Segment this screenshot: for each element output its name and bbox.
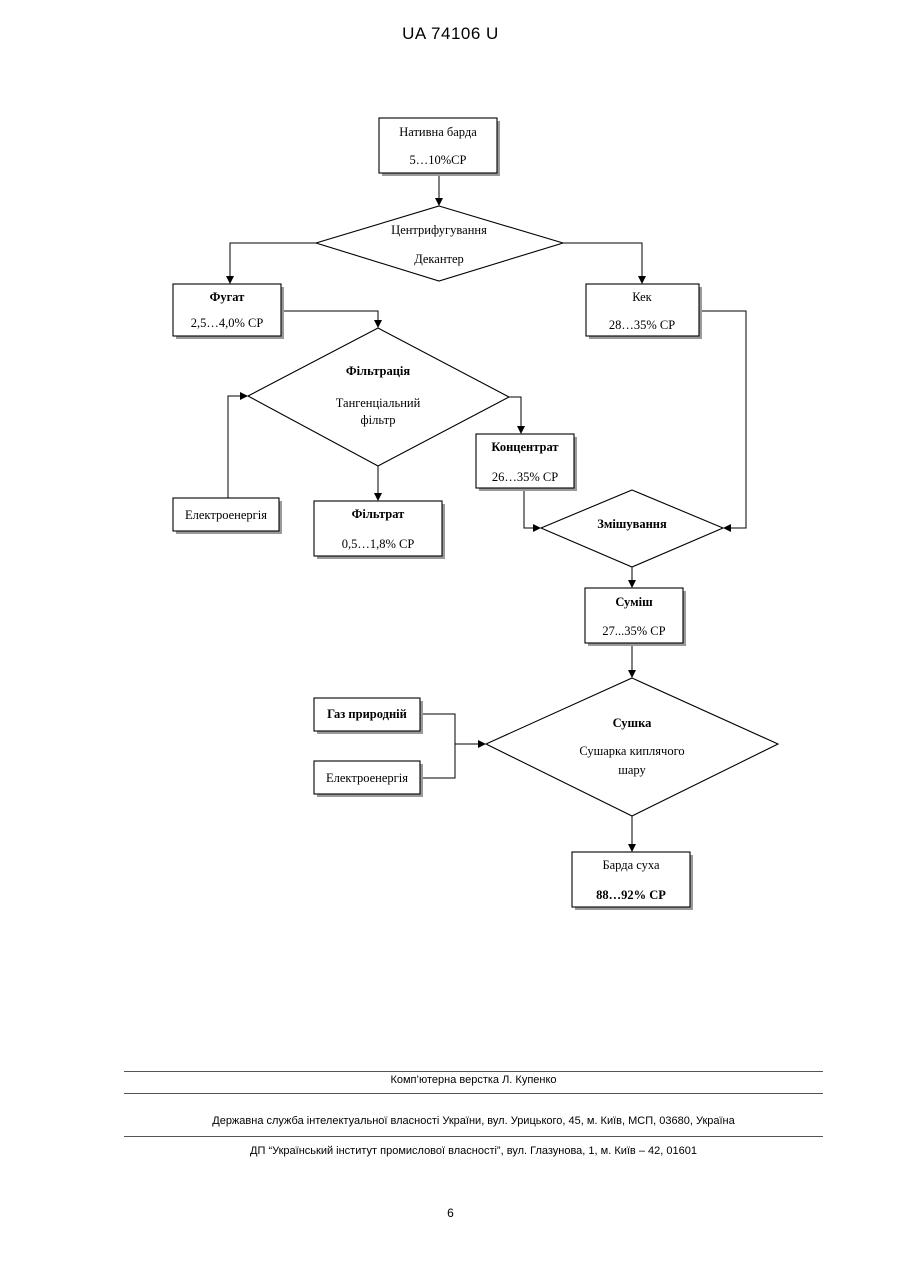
- footer-rule-bottom: [124, 1136, 823, 1137]
- connector-centrifuge-kek: [563, 243, 642, 278]
- natyvna-value: 5…10%СР: [410, 153, 467, 167]
- filtrate-value: 0,5…1,8% СР: [342, 537, 415, 551]
- natyvna-label: Нативна барда: [399, 125, 477, 139]
- concentrate-label: Концентрат: [491, 440, 558, 454]
- node-gas: Газ природній: [314, 698, 423, 734]
- mix-label: Суміш: [615, 595, 653, 609]
- drying-sub2: шару: [618, 763, 646, 777]
- fugat-value: 2,5…4,0% СР: [191, 316, 264, 330]
- connector-electro2-drying: [421, 744, 455, 778]
- connector-filtration-concentrate: [509, 397, 521, 428]
- connector-kek-mixing: [700, 311, 746, 528]
- filtration-label: Фільтрація: [346, 364, 411, 378]
- node-concentrate: Концентрат 26…35% СР: [476, 434, 577, 491]
- node-filtration-decision: Фільтрація Тангенціальний фільтр: [248, 328, 509, 466]
- node-fugat: Фугат 2,5…4,0% СР: [173, 284, 284, 339]
- filtration-sub2: фільтр: [361, 413, 396, 427]
- node-centrifuge-decision: Центрифугування Декантер: [316, 206, 563, 281]
- node-mix: Суміш 27...35% СР: [585, 588, 686, 646]
- drybard-value: 88…92% СР: [596, 888, 666, 902]
- node-kek: Кек 28…35% СР: [586, 284, 702, 339]
- node-mixing-decision: Змішування: [541, 490, 723, 567]
- node-electro-1: Електроенергія: [173, 498, 282, 534]
- drying-sub1: Сушарка киплячого: [579, 744, 684, 758]
- filtration-sub1: Тангенціальний: [336, 396, 421, 410]
- connector-gas-drying: [421, 714, 455, 744]
- kek-value: 28…35% СР: [609, 318, 675, 332]
- electro2-label: Електроенергія: [326, 771, 408, 785]
- typesetting-credit: Комп’ютерна верстка Л. Купенко: [124, 1074, 823, 1086]
- filtrate-label: Фільтрат: [352, 507, 405, 521]
- footer-rule-top: [124, 1071, 823, 1072]
- gas-label: Газ природній: [327, 707, 407, 721]
- centrifuge-label: Центрифугування: [391, 223, 487, 237]
- node-electro-2: Електроенергія: [314, 761, 423, 797]
- node-natyvna-barda: Нативна барда 5…10%СР: [379, 118, 500, 176]
- mixing-label: Змішування: [597, 517, 667, 531]
- connector-electro-filtration: [228, 396, 242, 498]
- centrifuge-sub: Декантер: [414, 252, 464, 266]
- connector-centrifuge-fugat: [230, 243, 316, 278]
- kek-label: Кек: [632, 290, 652, 304]
- connector-concentrate-mixing: [524, 490, 535, 528]
- node-drying-decision: Сушка Сушарка киплячого шару: [486, 678, 778, 816]
- fugat-label: Фугат: [210, 290, 245, 304]
- node-dry-bard: Барда суха 88…92% СР: [572, 852, 693, 910]
- concentrate-value: 26…35% СР: [492, 470, 558, 484]
- page-number: 6: [0, 1206, 901, 1220]
- node-filtrate: Фільтрат 0,5…1,8% СР: [314, 501, 445, 559]
- electro1-label: Електроенергія: [185, 508, 267, 522]
- connector-fugat-filtration: [282, 311, 378, 322]
- institute-address: ДП “Український інститут промислової вла…: [124, 1145, 823, 1157]
- drybard-label: Барда суха: [602, 858, 660, 872]
- footer-rule-middle: [124, 1093, 823, 1094]
- mix-value: 27...35% СР: [602, 624, 665, 638]
- agency-address: Державна служба інтелектуальної власност…: [124, 1115, 823, 1127]
- drying-label: Сушка: [613, 716, 653, 730]
